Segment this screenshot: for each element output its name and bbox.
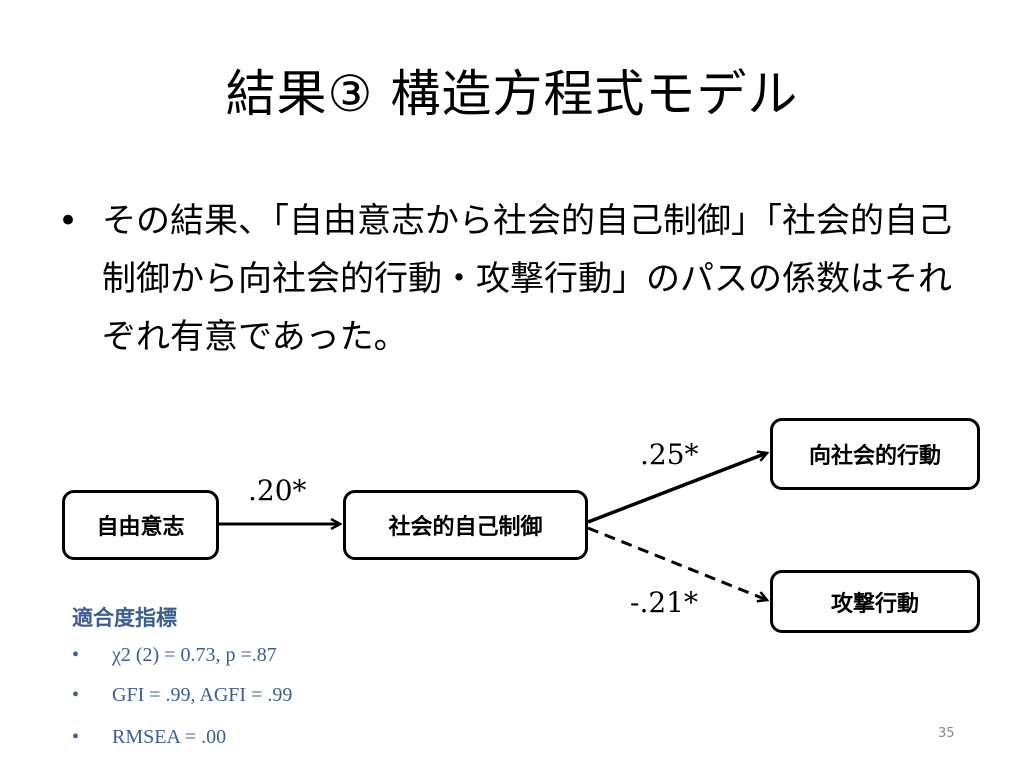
fit-bullet: • xyxy=(72,684,80,706)
fit-item-text: χ2 (2) = 0.73, p =.87 xyxy=(112,644,277,666)
slide-title: 結果③ 構造方程式モデル xyxy=(225,65,799,123)
node-aggressive-behavior: 攻撃行動 xyxy=(770,570,980,633)
fit-item-text: RMSEA = .00 xyxy=(112,726,227,748)
arrow-selfcontrol-to-aggression xyxy=(587,526,767,600)
coef-freewill-selfcontrol: .20* xyxy=(248,474,307,507)
coef-selfcontrol-aggression: -.21* xyxy=(630,586,698,619)
node-prosocial-behavior: 向社会的行動 xyxy=(770,418,980,490)
bullet-dot: • xyxy=(58,201,79,241)
page-number: 35 xyxy=(938,726,955,741)
fit-bullet: • xyxy=(72,726,80,748)
fit-item-text: GFI = .99, AGFI = .99 xyxy=(112,684,293,706)
arrow-selfcontrol-to-prosocial xyxy=(587,453,767,524)
fit-item-gfi: • GFI = .99, AGFI = .99 xyxy=(72,684,292,707)
bullet-text: その結果、「自由意志から社会的自己制御」「社会的自己制御から向社会的行動・攻撃行… xyxy=(102,201,952,357)
fit-item-chisq: • χ2 (2) = 0.73, p =.87 xyxy=(72,644,277,667)
fit-indices-title: 適合度指標 xyxy=(72,606,177,630)
node-free-will: 自由意志 xyxy=(62,490,219,560)
coef-selfcontrol-prosocial: .25* xyxy=(640,438,699,471)
fit-item-rmsea: • RMSEA = .00 xyxy=(72,726,226,749)
node-social-self-control: 社会的自己制御 xyxy=(343,490,588,560)
fit-bullet: • xyxy=(72,644,80,666)
